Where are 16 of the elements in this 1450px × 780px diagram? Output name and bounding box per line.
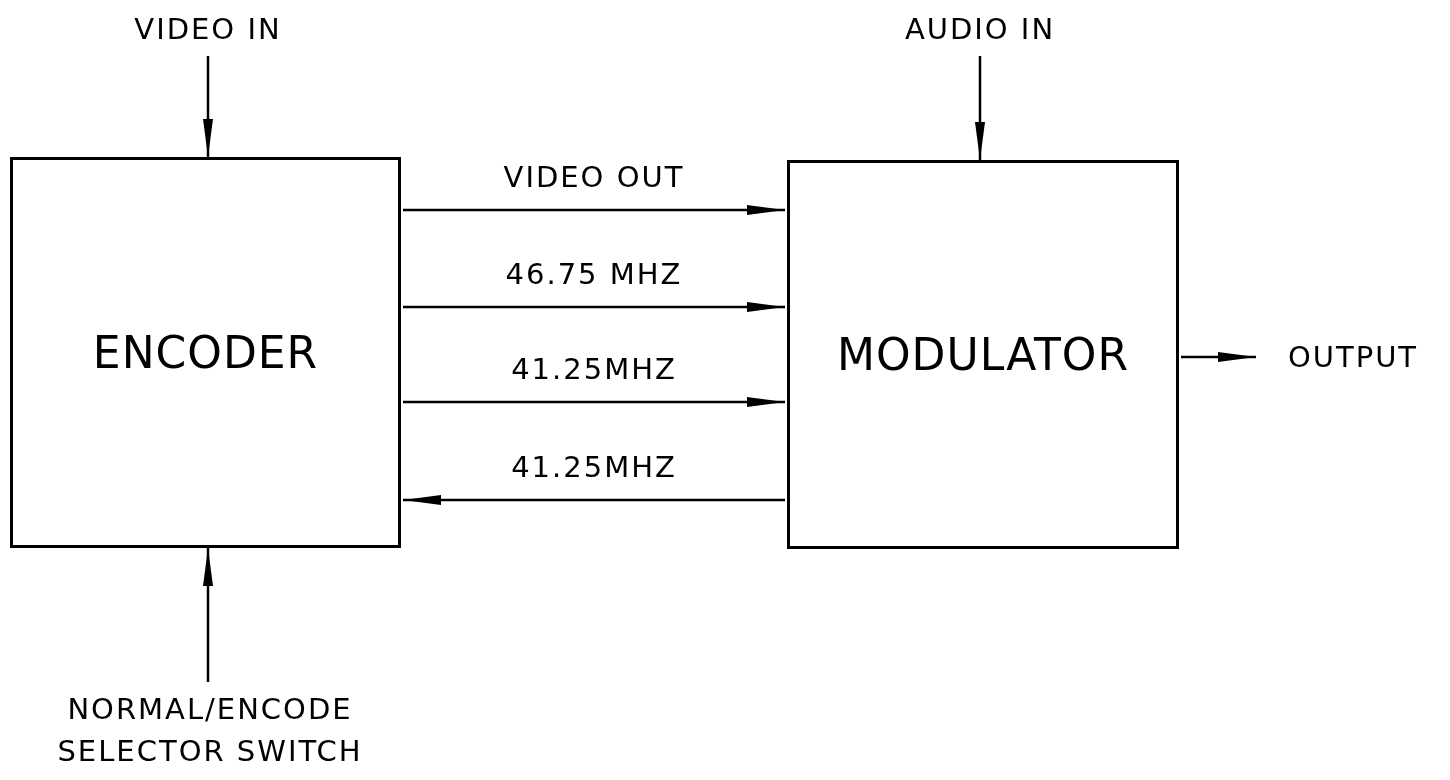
arrow — [403, 397, 785, 407]
arrow — [403, 495, 785, 505]
signal-label: VIDEO IN — [108, 8, 308, 51]
block-title: MODULATOR — [837, 329, 1129, 380]
arrow — [403, 302, 785, 312]
arrow — [403, 205, 785, 215]
arrow — [203, 56, 213, 157]
arrow — [203, 548, 213, 682]
signal-label: AUDIO IN — [880, 8, 1080, 51]
arrow — [1181, 352, 1256, 362]
block-box — [10, 157, 401, 548]
block-box — [787, 160, 1179, 549]
signal-label: OUTPUT — [1258, 336, 1448, 379]
arrow — [975, 56, 985, 160]
block-title: ENCODER — [92, 327, 319, 378]
signal-label: NORMAL/ENCODE SELECTOR SWITCH — [30, 688, 390, 773]
